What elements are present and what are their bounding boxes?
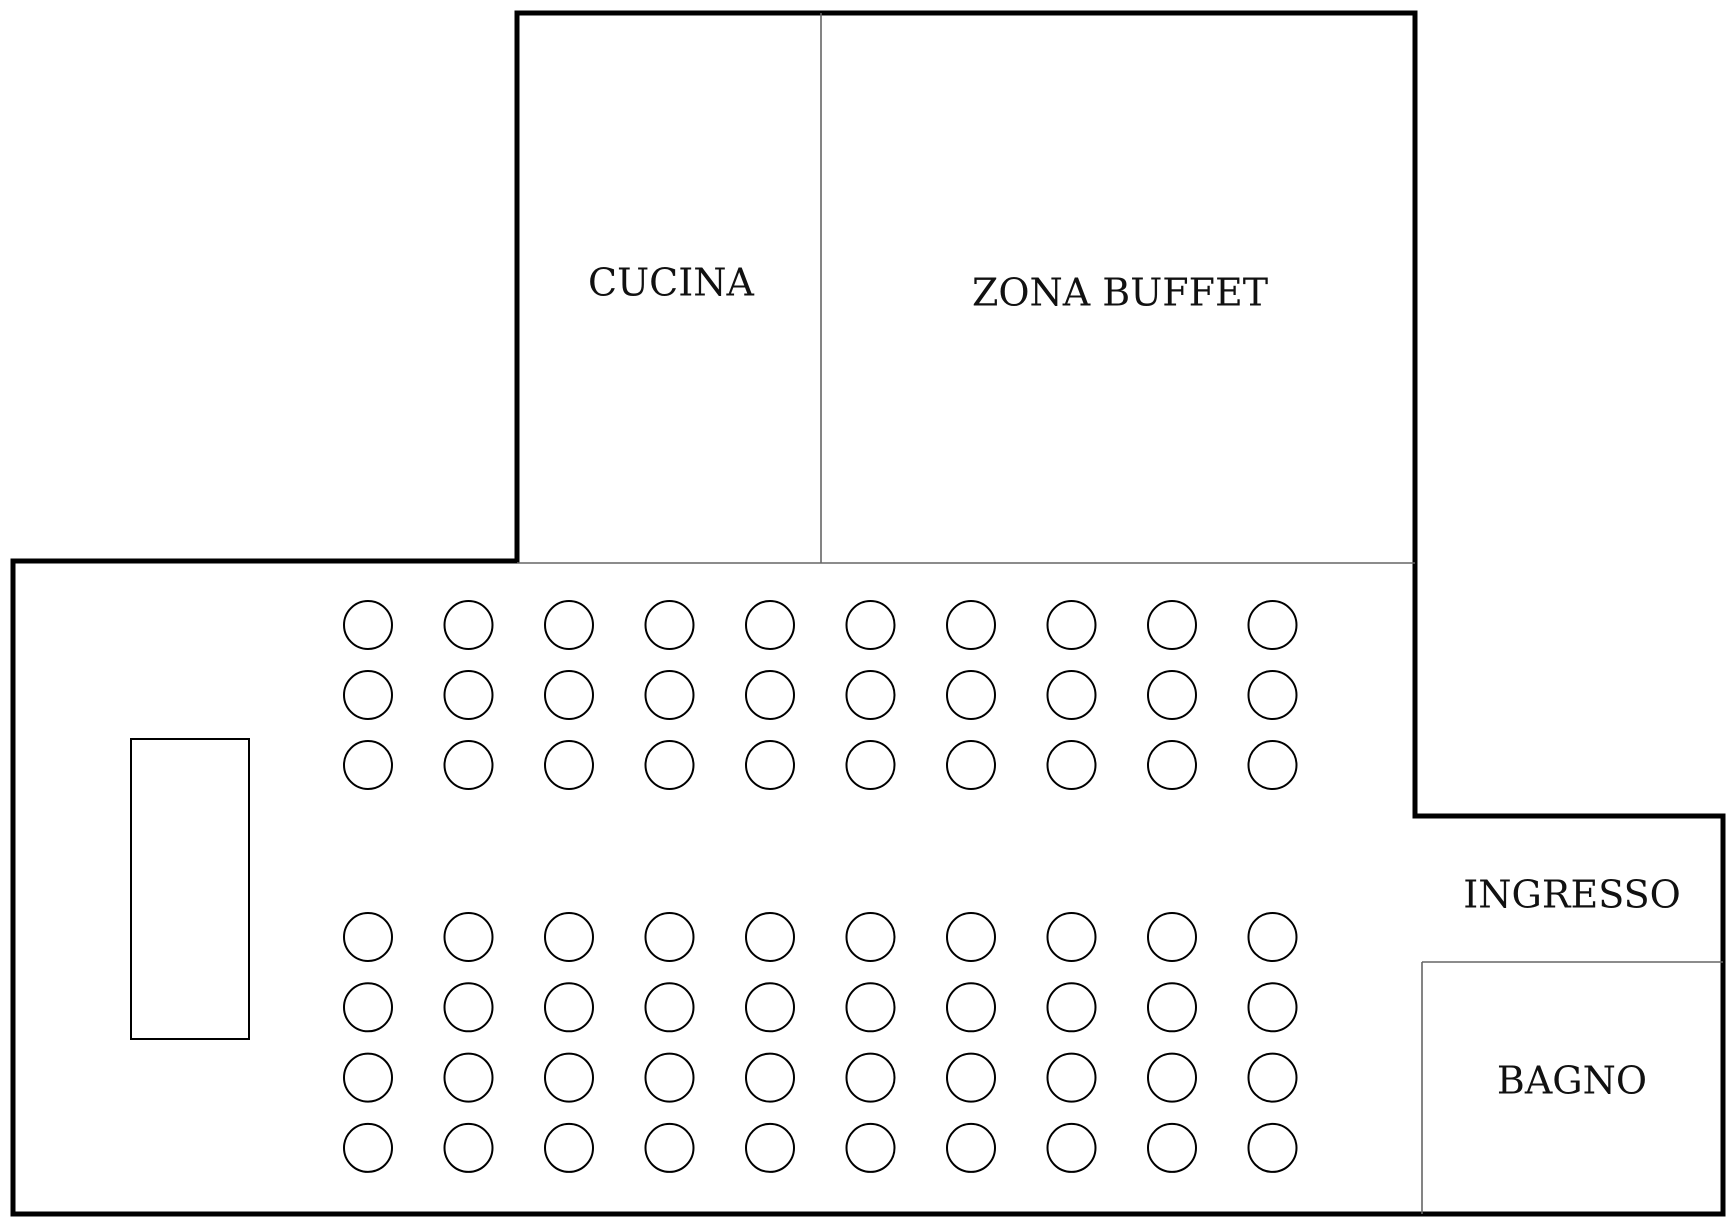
round-table-upper-r1-c7 [946, 600, 996, 650]
round-table-lower-r2-c1 [343, 982, 393, 1033]
round-table-upper-r1-c3 [544, 600, 594, 650]
round-table-lower-r2-c10 [1247, 982, 1298, 1033]
round-table-upper-r3-c3 [544, 740, 594, 790]
round-table-upper-r3-c10 [1247, 740, 1298, 790]
round-table-upper-r2-c3 [544, 670, 594, 720]
round-table-lower-r4-c7 [946, 1122, 996, 1173]
round-table-upper-r3-c7 [946, 740, 996, 790]
round-table-lower-r3-c2 [443, 1052, 494, 1103]
round-table-upper-r3-c1 [343, 740, 393, 790]
round-table-lower-r1-c1 [343, 912, 393, 962]
round-table-upper-r1-c6 [845, 600, 896, 650]
round-table-lower-r1-c8 [1046, 912, 1097, 962]
buffet-zone-label: ZONA BUFFET [972, 271, 1268, 315]
entrance-label: INGRESSO [1463, 873, 1681, 917]
round-table-lower-r4-c8 [1046, 1122, 1097, 1173]
round-table-upper-r2-c2 [443, 670, 494, 720]
round-table-upper-r1-c5 [745, 600, 795, 650]
round-table-lower-r2-c4 [644, 982, 695, 1033]
round-table-lower-r2-c7 [946, 982, 996, 1033]
round-table-lower-r2-c5 [745, 982, 795, 1033]
outer-wall [10, 10, 1726, 1217]
round-table-lower-r4-c4 [644, 1122, 695, 1173]
round-table-lower-r4-c9 [1147, 1122, 1197, 1173]
round-table-upper-r2-c10 [1247, 670, 1298, 720]
upper-table-block [343, 600, 1298, 790]
round-table-lower-r2-c2 [443, 982, 494, 1033]
round-table-lower-r1-c10 [1247, 912, 1298, 962]
round-table-upper-r1-c9 [1147, 600, 1197, 650]
round-table-upper-r2-c1 [343, 670, 393, 720]
round-table-upper-r1-c1 [343, 600, 393, 650]
round-table-lower-r4-c1 [343, 1122, 393, 1173]
round-table-lower-r2-c3 [544, 982, 594, 1033]
round-table-upper-r2-c7 [946, 670, 996, 720]
round-table-lower-r2-c9 [1147, 982, 1197, 1033]
round-table-upper-r3-c5 [745, 740, 795, 790]
round-table-upper-r1-c2 [443, 600, 494, 650]
round-table-lower-r4-c3 [544, 1122, 594, 1173]
round-table-upper-r1-c8 [1046, 600, 1097, 650]
round-table-lower-r3-c7 [946, 1052, 996, 1103]
round-table-lower-r3-c1 [343, 1052, 393, 1103]
lower-table-block [343, 912, 1298, 1173]
round-table-upper-r2-c6 [845, 670, 896, 720]
round-table-upper-r1-c10 [1247, 600, 1298, 650]
round-table-lower-r2-c6 [845, 982, 896, 1033]
bathroom-label: BAGNO [1497, 1059, 1647, 1103]
round-table-upper-r2-c5 [745, 670, 795, 720]
round-table-lower-r1-c5 [745, 912, 795, 962]
round-table-upper-r2-c4 [644, 670, 695, 720]
head-table [130, 738, 250, 1040]
round-table-upper-r3-c8 [1046, 740, 1097, 790]
round-table-upper-r1-c4 [644, 600, 695, 650]
round-table-upper-r3-c6 [845, 740, 896, 790]
round-table-lower-r4-c5 [745, 1122, 795, 1173]
round-table-upper-r3-c4 [644, 740, 695, 790]
round-table-lower-r1-c2 [443, 912, 494, 962]
round-table-lower-r4-c2 [443, 1122, 494, 1173]
round-table-lower-r1-c9 [1147, 912, 1197, 962]
round-table-lower-r2-c8 [1046, 982, 1097, 1033]
kitchen-label: CUCINA [588, 261, 754, 305]
round-table-lower-r3-c10 [1247, 1052, 1298, 1103]
round-table-lower-r1-c7 [946, 912, 996, 962]
round-table-upper-r2-c8 [1046, 670, 1097, 720]
round-table-lower-r3-c3 [544, 1052, 594, 1103]
round-table-upper-r3-c9 [1147, 740, 1197, 790]
round-table-lower-r1-c4 [644, 912, 695, 962]
round-table-upper-r3-c2 [443, 740, 494, 790]
round-table-lower-r3-c8 [1046, 1052, 1097, 1103]
round-table-lower-r3-c6 [845, 1052, 896, 1103]
round-table-upper-r2-c9 [1147, 670, 1197, 720]
round-table-lower-r3-c5 [745, 1052, 795, 1103]
round-table-lower-r4-c10 [1247, 1122, 1298, 1173]
round-table-lower-r3-c4 [644, 1052, 695, 1103]
round-table-lower-r1-c6 [845, 912, 896, 962]
round-table-lower-r1-c3 [544, 912, 594, 962]
round-table-lower-r3-c9 [1147, 1052, 1197, 1103]
round-table-lower-r4-c6 [845, 1122, 896, 1173]
